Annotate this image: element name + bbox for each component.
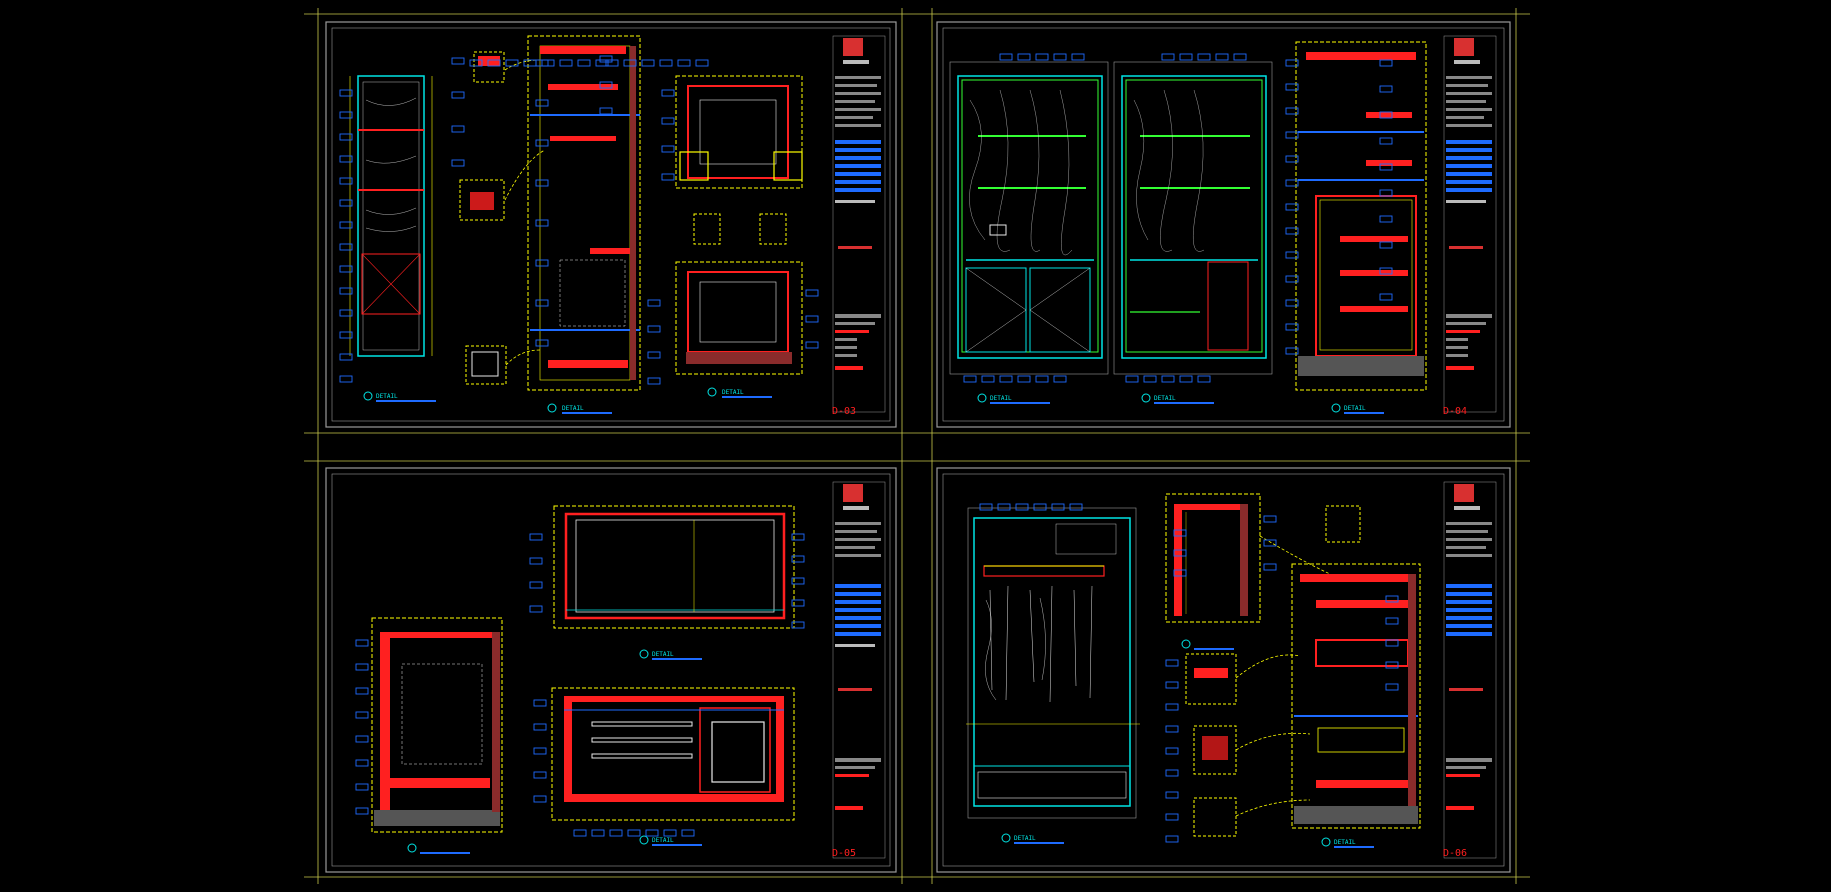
- title-block-d03: [832, 35, 886, 413]
- title-block-d06: [1443, 481, 1497, 859]
- detail-title-2: DETAIL: [1334, 839, 1356, 846]
- wardrobe-elevation-2: [1113, 61, 1273, 375]
- cabinet-elevation: [349, 75, 433, 357]
- detail-title-1: DETAIL: [652, 651, 674, 658]
- plan-view-2: [675, 261, 803, 375]
- crop-marks: [304, 8, 1530, 884]
- sheet-number: D-03: [832, 406, 856, 417]
- wardrobe-elevation-1: [949, 61, 1109, 375]
- detail-title-1: DETAIL: [1014, 835, 1036, 842]
- sheet-d03: D-03 DETAIL DETAIL DETAIL: [325, 21, 897, 428]
- detail-titles: DETAIL DETAIL: [407, 649, 702, 854]
- detail-title-2: DETAIL: [1154, 395, 1176, 402]
- sheet-d06: D-06 DETAIL DETAIL: [936, 467, 1511, 873]
- title-block-d04: [1443, 35, 1497, 413]
- section-left: [371, 617, 503, 833]
- cabinet-section: [527, 35, 641, 391]
- detail-title-2: DETAIL: [652, 837, 674, 844]
- sheet-number: D-06: [1443, 848, 1467, 859]
- wardrobe-elevation: [966, 507, 1140, 819]
- title-block-d05: [832, 481, 886, 859]
- plan-view-1: [675, 75, 803, 189]
- wardrobe-section: [1291, 563, 1421, 829]
- elevation-bottom: [551, 687, 795, 821]
- wardrobe-section: [1295, 41, 1427, 391]
- detail-title-2: DETAIL: [562, 405, 584, 412]
- detail-title-3: DETAIL: [1344, 405, 1366, 412]
- detail-titles: DETAIL DETAIL DETAIL: [977, 393, 1384, 414]
- detail-title-3: DETAIL: [722, 389, 744, 396]
- sheet-number: D-04: [1443, 406, 1467, 417]
- detail-titles: DETAIL DETAIL: [1001, 639, 1374, 848]
- dimension-tags: [339, 53, 1399, 843]
- detail-top: [1165, 493, 1261, 623]
- detail-titles: DETAIL DETAIL DETAIL: [363, 387, 772, 414]
- sheet-d04: D-04 DETAIL DETAIL DETAIL: [936, 21, 1511, 428]
- sheet-d05: D-05 DETAIL DETAIL: [325, 467, 897, 873]
- plan-view-top: [553, 505, 795, 629]
- sheet-number: D-05: [832, 848, 856, 859]
- detail-title-1: DETAIL: [376, 393, 398, 400]
- detail-title-1: DETAIL: [990, 395, 1012, 402]
